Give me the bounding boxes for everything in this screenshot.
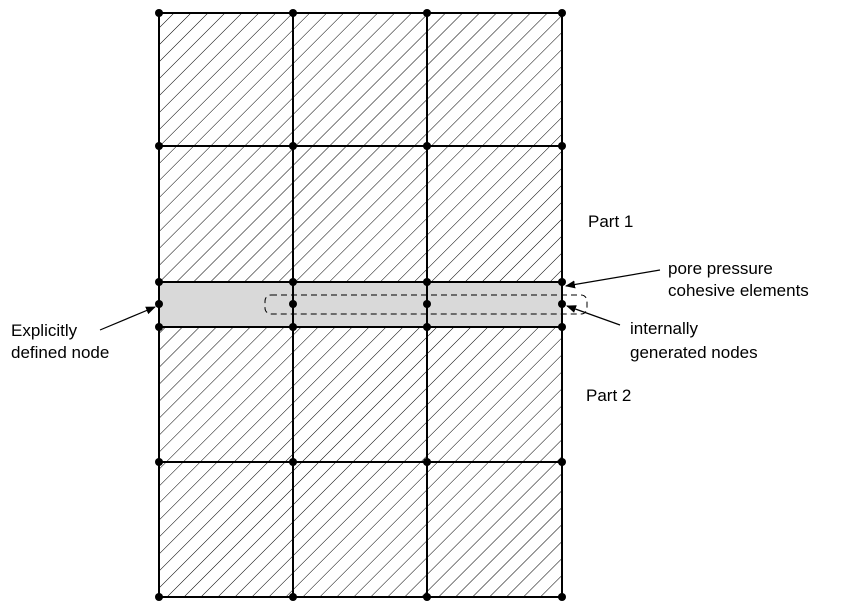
node: [289, 9, 297, 17]
internal-node-label-line1: internally: [630, 319, 699, 338]
node: [423, 300, 431, 308]
node: [423, 9, 431, 17]
node: [558, 9, 566, 17]
node: [289, 142, 297, 150]
node: [155, 593, 163, 601]
pore-pressure-label-line1: pore pressure: [668, 259, 773, 278]
internal-node-label-line2: generated nodes: [630, 343, 758, 362]
cohesive-element-outline: [264, 294, 588, 315]
internal-node-arrow: [566, 305, 621, 326]
explicit-node-arrow: [99, 306, 156, 331]
node: [155, 323, 163, 331]
node: [155, 142, 163, 150]
part1-label: Part 1: [588, 212, 633, 231]
node: [558, 300, 566, 308]
node: [289, 300, 297, 308]
node: [423, 323, 431, 331]
pore-pressure-label-line2: cohesive elements: [668, 281, 809, 300]
cohesive-layer: [159, 282, 562, 327]
node: [289, 278, 297, 286]
part1-region: [159, 13, 562, 282]
node: [155, 278, 163, 286]
node: [558, 142, 566, 150]
node: [423, 593, 431, 601]
nodes: [155, 9, 566, 601]
node: [289, 323, 297, 331]
node: [558, 593, 566, 601]
node: [423, 142, 431, 150]
node: [558, 278, 566, 286]
node: [155, 458, 163, 466]
node: [155, 300, 163, 308]
node: [155, 9, 163, 17]
node: [289, 458, 297, 466]
node: [558, 323, 566, 331]
part2-label: Part 2: [586, 386, 631, 405]
node: [558, 458, 566, 466]
explicit-node-label-line2: defined node: [11, 343, 109, 362]
node: [423, 278, 431, 286]
node: [289, 593, 297, 601]
explicit-node-label-line1: Explicitly: [11, 321, 78, 340]
node: [423, 458, 431, 466]
pore-pressure-arrow: [565, 269, 661, 289]
